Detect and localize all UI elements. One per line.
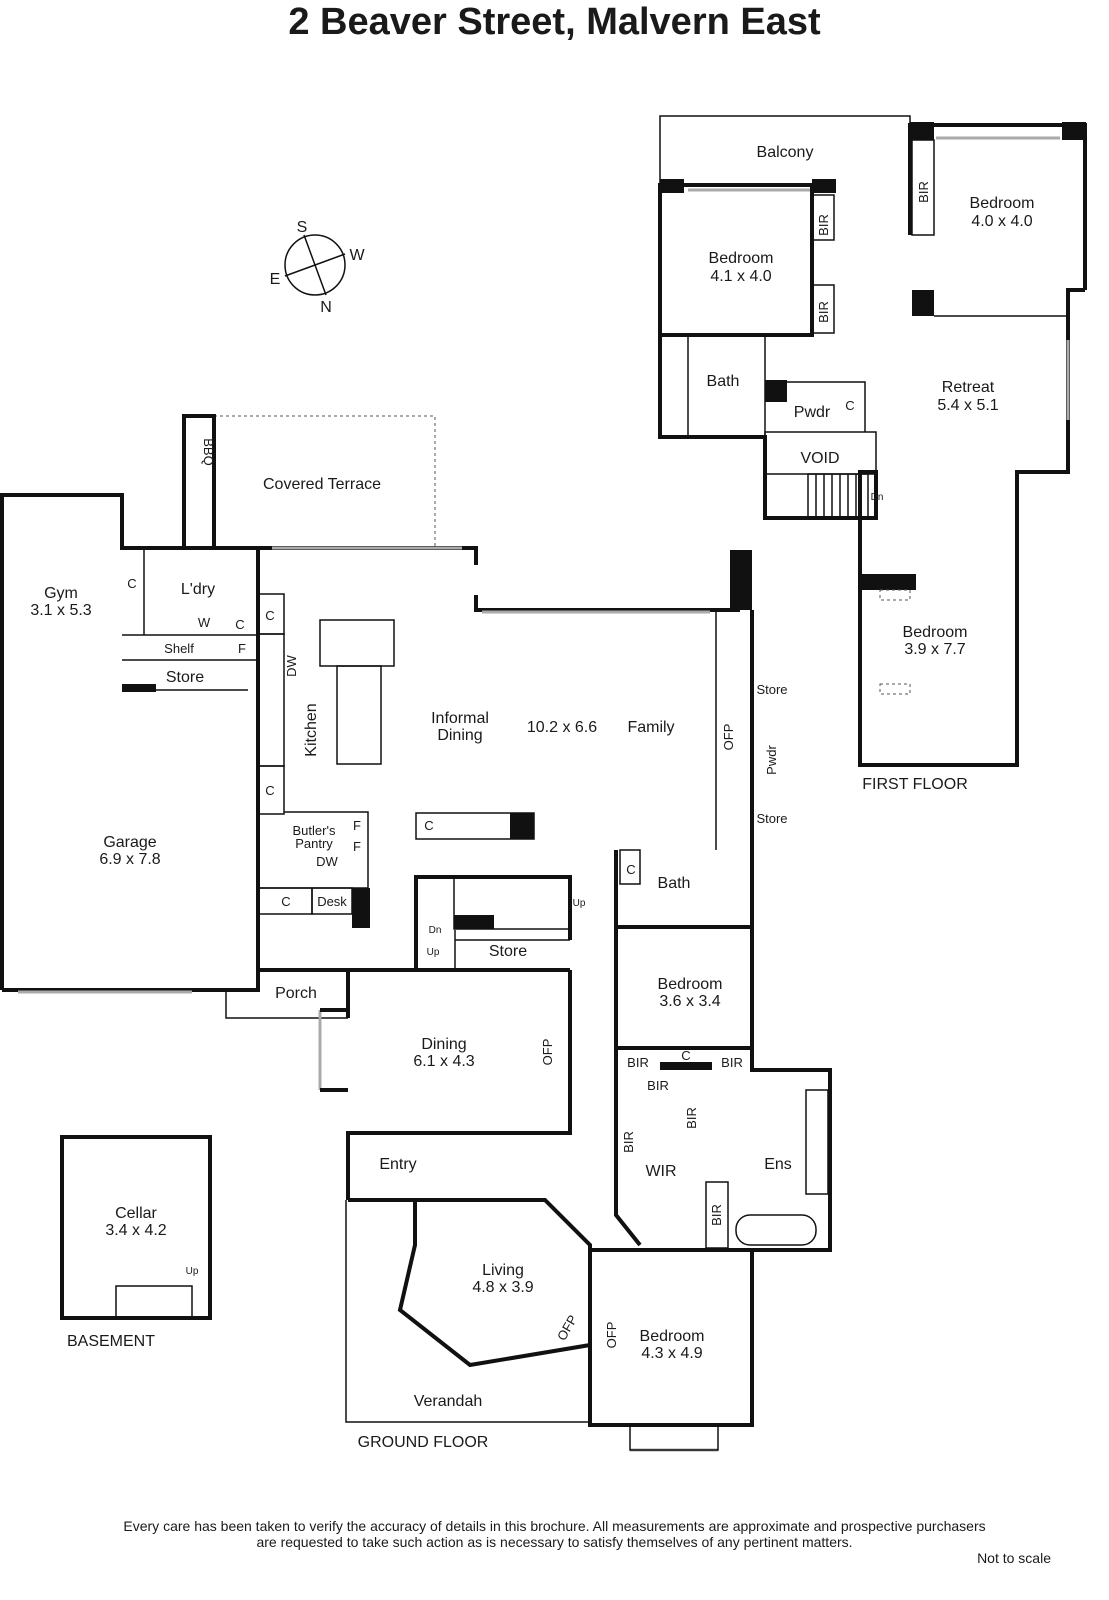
room-label: Entry [379, 1156, 416, 1173]
room-label: Ens [764, 1156, 792, 1173]
room-label: Kitchen [303, 703, 320, 756]
room-label: BBQ [201, 438, 216, 465]
room-label: Dining [421, 1036, 466, 1053]
room-label: 3.6 x 3.4 [659, 993, 720, 1010]
disclaimer-line-2: are requested to take such action as is … [256, 1534, 853, 1550]
ground-floor-label: GROUND FLOOR [358, 1434, 489, 1451]
room-label: Bedroom [709, 250, 774, 267]
room-label: Dn [429, 925, 442, 936]
room-label: Bedroom [970, 195, 1035, 212]
room-label: L'dry [181, 581, 215, 598]
room-label: Cellar [115, 1205, 157, 1222]
room-label: WIR [645, 1163, 676, 1180]
first-floor: Balcony Bedroom 4.1 x 4.0 Bedroom 4.0 x … [658, 115, 1087, 793]
room-label: Gym [44, 585, 78, 602]
room-label: 3.1 x 5.3 [30, 602, 91, 619]
room-label: Desk [317, 894, 347, 909]
room-label: Store [756, 682, 787, 697]
room-label: 6.1 x 4.3 [413, 1053, 474, 1070]
room-label: Living [482, 1262, 524, 1279]
room-label: Family [627, 719, 674, 736]
room-label: Retreat [942, 379, 995, 396]
room-label: Store [166, 669, 204, 686]
room-label: Verandah [414, 1393, 483, 1410]
room-label: DW [316, 854, 338, 869]
room-label: Bedroom [658, 976, 723, 993]
ground-floor: BBQ Covered Terrace [0, 414, 832, 1452]
room-label: OFP [604, 1322, 619, 1349]
room-label: 3.9 x 7.7 [904, 641, 965, 658]
room-label: C [235, 617, 244, 632]
room-label: Pantry [295, 836, 333, 851]
not-to-scale-note: Not to scale [977, 1550, 1051, 1566]
room-label: Balcony [757, 144, 814, 161]
room-label: Pwdr [794, 404, 831, 421]
room-label: 4.1 x 4.0 [710, 268, 771, 285]
room-label: C [626, 862, 635, 877]
room-label: E [270, 271, 281, 288]
room-label: Up [573, 898, 586, 909]
room-label: Bedroom [903, 624, 968, 641]
room-label: C [281, 894, 290, 909]
room-label: F [238, 641, 246, 656]
room-label: Bath [658, 875, 691, 892]
room-label: C [127, 576, 136, 591]
room-label: Store [489, 943, 527, 960]
room-label: C [845, 398, 854, 413]
room-label: F [353, 839, 361, 854]
room-label: Shelf [164, 641, 194, 656]
room-label: S [297, 219, 308, 236]
room-label: Informal [431, 710, 489, 727]
room-label: VOID [800, 450, 839, 467]
room-label: C [681, 1048, 690, 1063]
room-label: Bath [707, 373, 740, 390]
room-label: W [198, 615, 211, 630]
first-floor-label: FIRST FLOOR [862, 776, 968, 793]
room-label: C [424, 818, 433, 833]
room-label: Porch [275, 985, 317, 1002]
room-label: Pwdr [764, 745, 779, 775]
room-label: BIR [816, 301, 831, 323]
room-label: 6.9 x 7.8 [99, 851, 160, 868]
room-label: Up [427, 947, 440, 958]
stairs-first [807, 473, 869, 519]
room-label: C [265, 608, 274, 623]
room-label: C [265, 783, 274, 798]
page-title: 2 Beaver Street, Malvern East [288, 1, 821, 43]
room-label: W [349, 247, 365, 264]
room-label: BIR [709, 1204, 724, 1226]
room-label: F [353, 818, 361, 833]
room-label: Garage [103, 834, 156, 851]
stairs-ground [414, 875, 572, 968]
room-label: Bedroom [640, 1328, 705, 1345]
room-label: 3.4 x 4.2 [105, 1222, 166, 1239]
room-label: BIR [721, 1055, 743, 1070]
room-label: 10.2 x 6.6 [527, 719, 597, 736]
room-label: BIR [621, 1131, 636, 1153]
disclaimer: Every care has been taken to verify the … [0, 1518, 1109, 1550]
room-label: 4.8 x 3.9 [472, 1279, 533, 1296]
room-label: BIR [684, 1107, 699, 1129]
room-label: OFP [721, 724, 736, 751]
room-label: OFP [540, 1039, 555, 1066]
room-label: OFP [554, 1312, 580, 1343]
room-label: BIR [916, 181, 931, 203]
disclaimer-line-1: Every care has been taken to verify the … [123, 1518, 986, 1534]
room-label: Dn [871, 492, 884, 503]
room-label: BIR [816, 214, 831, 236]
room-label: DW [284, 654, 299, 676]
room-label: N [320, 299, 332, 316]
room-label: Up [186, 1266, 199, 1277]
room-label: 5.4 x 5.1 [937, 397, 998, 414]
room-label: Covered Terrace [263, 476, 381, 493]
room-label: 4.0 x 4.0 [971, 213, 1032, 230]
room-label: BIR [647, 1078, 669, 1093]
room-label: BIR [627, 1055, 649, 1070]
room-label: Dining [437, 727, 482, 744]
room-label: Butler's [293, 823, 336, 838]
compass-icon: S N E W [270, 219, 366, 316]
basement-label: BASEMENT [67, 1333, 155, 1350]
room-label: 4.3 x 4.9 [641, 1345, 702, 1362]
room-label: Store [756, 811, 787, 826]
